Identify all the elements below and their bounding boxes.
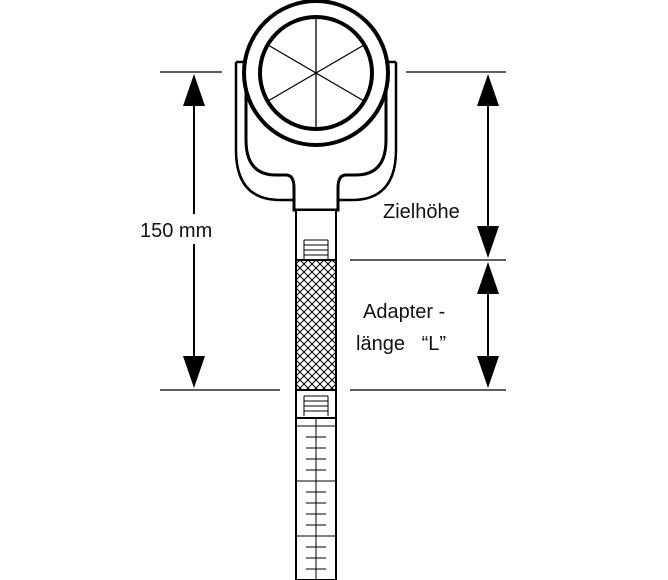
lower-thread-housing — [295, 389, 337, 419]
prism-facets-icon — [267, 17, 365, 129]
upper-thread — [303, 239, 329, 260]
target-height-arrow — [477, 74, 499, 258]
pole — [295, 209, 337, 580]
adapter-label-line2: länge “L” — [356, 333, 446, 355]
rod-scale-ticks — [296, 425, 336, 570]
dimension-label-150mm: 150 mm — [140, 220, 212, 242]
prism-bracket-inner — [234, 62, 398, 202]
lower-thread — [303, 395, 329, 416]
pole-upper-segment — [295, 209, 337, 261]
prism-head — [234, 0, 398, 212]
adapter-segment — [295, 259, 337, 391]
target-height-label: Zielhöhe — [383, 201, 460, 223]
adapter-label-line1: Adapter - — [363, 301, 445, 323]
adapter-length-arrow — [477, 262, 499, 388]
dimension-lines — [160, 71, 506, 391]
